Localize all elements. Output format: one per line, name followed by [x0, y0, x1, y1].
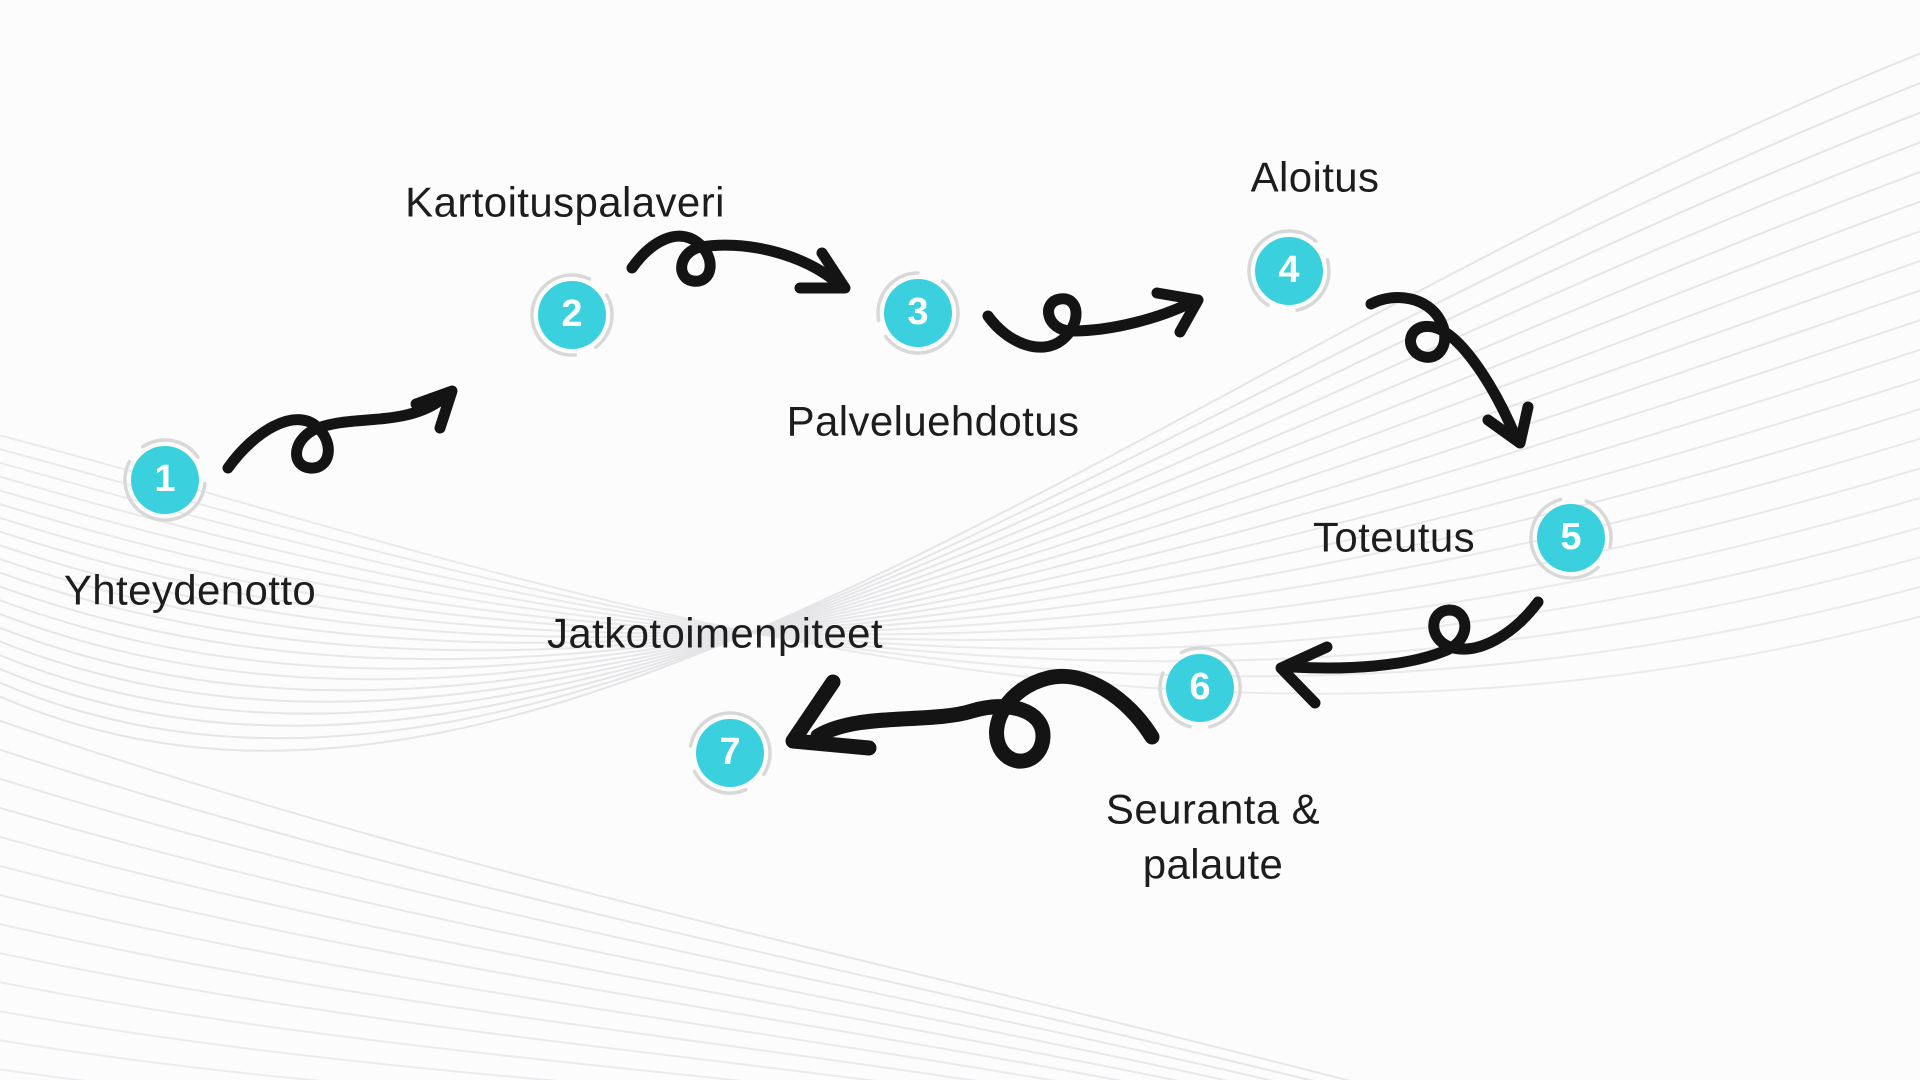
arrow-3-to-4	[982, 287, 1204, 353]
step-number: 3	[907, 291, 929, 333]
sketch-ring	[876, 271, 960, 355]
step-4-circle: 4	[1247, 229, 1331, 313]
step-3-circle: 3	[876, 271, 960, 355]
step-1-circle: 1	[123, 438, 207, 522]
step-number: 5	[1560, 516, 1582, 558]
arrow-4-to-5	[1365, 292, 1534, 449]
sketch-ring	[530, 273, 614, 357]
arrow-1-to-2	[222, 385, 458, 474]
sketch-ring	[688, 711, 772, 795]
step-7-label: Jatkotoimenpiteet	[547, 609, 883, 657]
step-5-label: Toteutus	[1313, 513, 1475, 561]
step-6-label-line-1: Seuranta &	[1105, 785, 1321, 833]
step-3-label: Palveluehdotus	[786, 397, 1080, 445]
sketch-ring	[123, 438, 207, 522]
sketch-ring	[1529, 496, 1613, 580]
arrow-5-to-6	[1275, 596, 1544, 709]
step-2-circle: 2	[530, 273, 614, 357]
step-6-label: Seuranta & palaute	[1106, 782, 1320, 893]
step-4-label: Aloitus	[1250, 153, 1380, 201]
arrow-6-to-7	[785, 669, 1160, 769]
step-number: 4	[1278, 249, 1300, 291]
step-7-circle: 7	[688, 711, 772, 795]
step-number: 1	[154, 458, 176, 500]
sketch-ring	[1247, 229, 1331, 313]
step-number: 6	[1189, 666, 1211, 708]
arrow-2-to-3	[626, 230, 851, 294]
step-number: 2	[561, 293, 583, 335]
step-5-circle: 5	[1529, 496, 1613, 580]
sketch-ring	[1158, 646, 1242, 730]
step-6-circle: 6	[1158, 646, 1242, 730]
step-2-label: Kartoituspalaveri	[405, 178, 725, 226]
step-number: 7	[719, 731, 741, 773]
step-6-label-line-2: palaute	[1142, 841, 1284, 888]
step-1-label: Yhteydenotto	[63, 566, 317, 614]
